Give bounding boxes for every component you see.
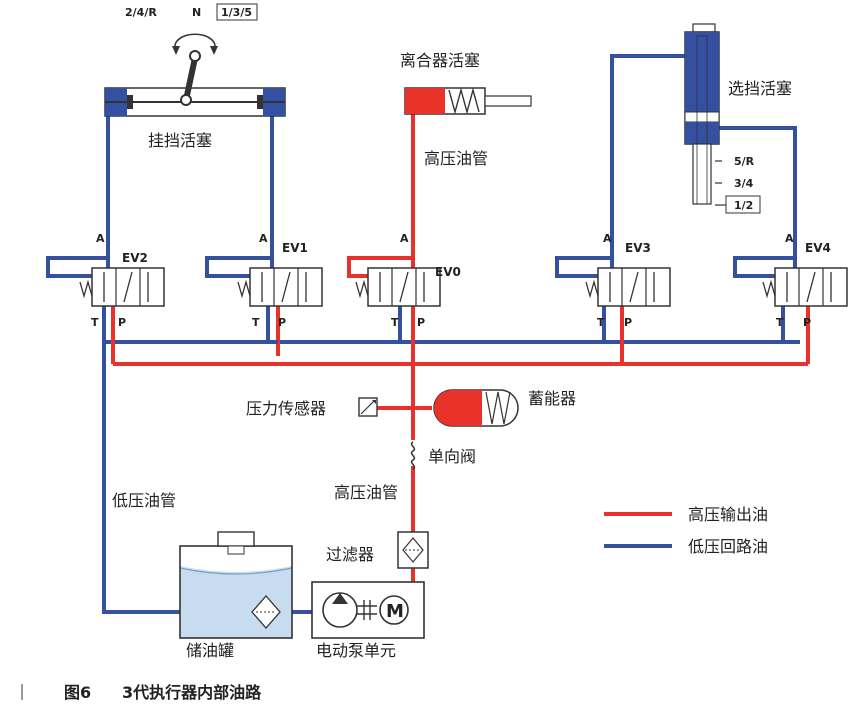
valve-ev4-t: T <box>776 316 784 329</box>
legend-low-label: 低压回路油 <box>688 537 768 556</box>
shift-piston-label: 挂挡活塞 <box>148 131 212 150</box>
pressure-sensor <box>358 397 378 417</box>
valve-ev2-t: T <box>91 316 99 329</box>
check-valve-label: 单向阀 <box>428 447 476 466</box>
low-pressure-lines <box>46 54 800 614</box>
valve-ev2-p: P <box>118 316 126 329</box>
valve-ev1-a: A <box>259 232 268 245</box>
valve-ev3-name: EV3 <box>625 241 651 255</box>
select-pos-1: 5/R <box>734 155 755 168</box>
valve-ev4-a: A <box>785 232 794 245</box>
check-valve <box>406 440 420 470</box>
valve-ev4-name: EV4 <box>805 241 831 255</box>
valve-ev1-t: T <box>252 316 260 329</box>
clutch-piston <box>404 87 532 115</box>
valve-ev1-name: EV1 <box>282 241 308 255</box>
accumulator <box>433 389 519 427</box>
valve-ev4-p: P <box>803 316 811 329</box>
accumulator-label: 蓄能器 <box>528 389 576 408</box>
shift-pos-left: 2/4/R <box>125 6 157 19</box>
pump-unit-label: 电动泵单元 <box>316 641 396 660</box>
valve-ev3-a: A <box>603 232 612 245</box>
shift-pos-right: 1/3/5 <box>221 6 252 19</box>
shift-piston <box>104 33 286 117</box>
hp-pipe-bottom-label: 高压油管 <box>334 483 398 502</box>
valve-ev3 <box>585 267 671 307</box>
select-positions: 5/R 3/4 1/2 <box>715 155 761 214</box>
lp-pipe-label: 低压油管 <box>112 491 176 510</box>
filter-label: 过滤器 <box>326 545 374 564</box>
valve-ev1-p: P <box>278 316 286 329</box>
valve-ev0 <box>355 267 441 307</box>
valve-ev0-a: A <box>400 232 409 245</box>
caption-fig: 图6 <box>64 683 91 702</box>
valve-ev0-name: EV0 <box>435 265 461 279</box>
valve-ev3-t: T <box>597 316 605 329</box>
motor-symbol: M <box>386 601 404 622</box>
legend-high-label: 高压输出油 <box>688 505 768 524</box>
pump-unit <box>311 581 425 639</box>
shift-pos-neutral: N <box>192 6 201 19</box>
clutch-piston-label: 离合器活塞 <box>400 51 480 70</box>
filter <box>397 531 429 569</box>
valve-ev4 <box>762 267 848 307</box>
valve-ev3-p: P <box>624 316 632 329</box>
shift-pos-box <box>216 3 258 21</box>
valve-ev0-p: P <box>417 316 425 329</box>
select-pos-3: 1/2 <box>734 199 753 212</box>
hp-pipe-top-label: 高压油管 <box>424 149 488 168</box>
valve-ev0-t: T <box>391 316 399 329</box>
valve-ev2-name: EV2 <box>122 251 148 265</box>
valve-ev2 <box>79 267 165 307</box>
select-piston <box>684 23 720 205</box>
valve-ev1 <box>237 267 323 307</box>
pressure-sensor-label: 压力传感器 <box>246 399 326 418</box>
high-pressure-lines <box>111 100 810 582</box>
valve-ev2-a: A <box>96 232 105 245</box>
select-pos-2: 3/4 <box>734 177 754 190</box>
oil-tank <box>179 531 293 639</box>
caption-title: 3代执行器内部油路 <box>122 683 262 702</box>
legend <box>604 512 672 548</box>
tank-label: 储油罐 <box>186 641 234 660</box>
select-piston-label: 选挡活塞 <box>728 79 792 98</box>
